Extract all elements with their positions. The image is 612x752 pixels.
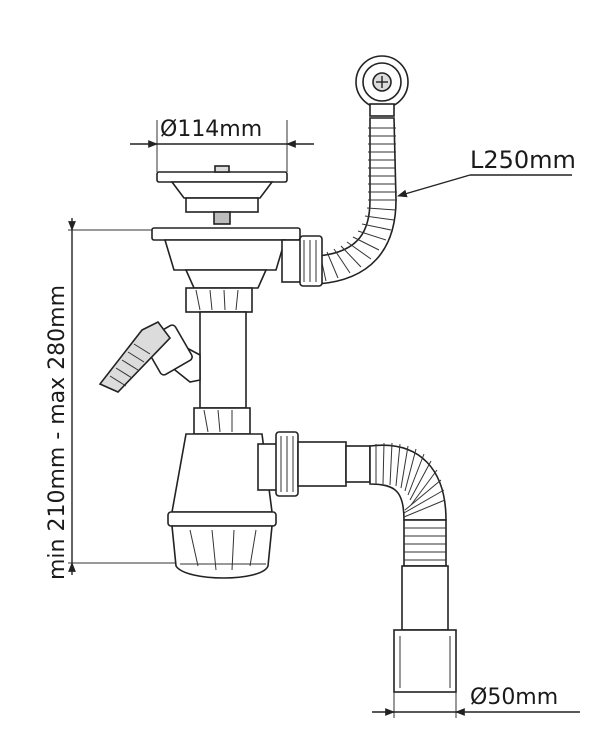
- tailpiece: [193, 311, 251, 435]
- overflow-cap: [355, 55, 409, 117]
- overflow-assembly: L250mm: [317, 55, 576, 285]
- overflow-length-label: L250mm: [470, 146, 576, 174]
- outlet-diameter-dimension: Ø50mm: [372, 685, 580, 718]
- strainer-basket: [156, 165, 288, 225]
- sink-outlet: [151, 227, 323, 313]
- bottle-trap: [167, 433, 285, 579]
- outlet-diameter-label: Ø50mm: [470, 685, 558, 710]
- top-diameter-label: Ø114mm: [160, 117, 262, 142]
- overflow-hose: [317, 117, 397, 285]
- height-range-label: min 210mm - max 280mm: [45, 285, 70, 580]
- outlet-assembly: [275, 431, 457, 693]
- top-diameter-dimension: Ø114mm: [130, 117, 314, 172]
- appliance-inlet: [98, 320, 201, 393]
- height-dimension: min 210mm - max 280mm: [45, 218, 200, 580]
